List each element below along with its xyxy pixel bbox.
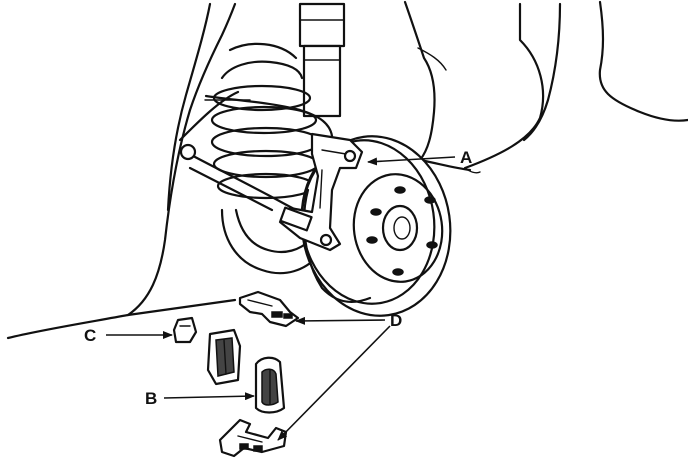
vehicle-body xyxy=(6,0,688,340)
leader-lines xyxy=(106,156,456,441)
pad-retainer-upper xyxy=(238,290,300,328)
leader-d-lower xyxy=(277,325,391,441)
caliper-bracket xyxy=(278,132,364,252)
callout-labels: A C B D xyxy=(84,148,472,408)
leader-d-upper xyxy=(295,316,386,325)
brake-hose xyxy=(204,94,334,138)
pad-shim xyxy=(172,316,198,344)
callout-c: C xyxy=(84,326,96,345)
shock-absorber xyxy=(298,2,346,118)
suspension-arms xyxy=(178,90,320,275)
brake-pad-outer xyxy=(254,356,286,414)
leader-a xyxy=(367,156,456,166)
brake-pad-inner xyxy=(206,328,242,386)
callout-d: D xyxy=(390,311,402,330)
callout-b: B xyxy=(145,389,157,408)
callout-a: A xyxy=(460,148,472,167)
brake-disc xyxy=(300,135,452,317)
pad-retainer-lower xyxy=(218,418,288,458)
leader-b xyxy=(163,392,255,401)
